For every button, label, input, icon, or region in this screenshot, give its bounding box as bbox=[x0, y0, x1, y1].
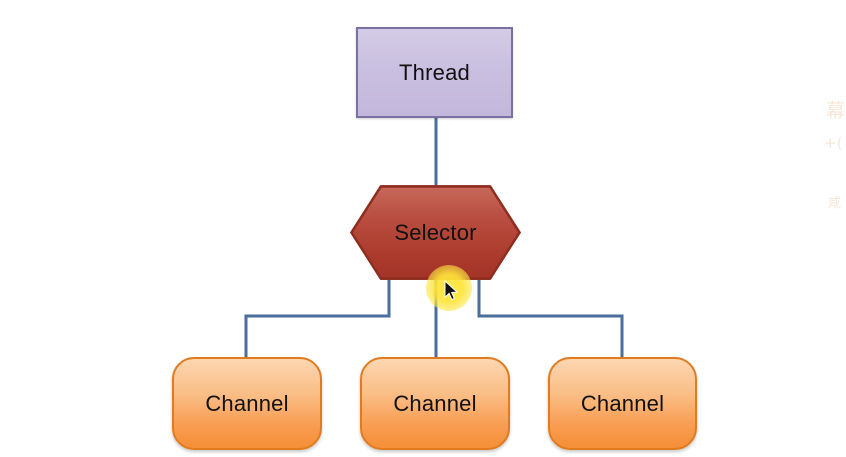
node-selector[interactable]: Selector bbox=[350, 185, 521, 280]
node-channel-1-label: Channel bbox=[393, 390, 477, 416]
node-channel-0[interactable]: Channel bbox=[172, 357, 322, 450]
node-channel-0-label: Channel bbox=[205, 390, 289, 416]
node-channel-1[interactable]: Channel bbox=[360, 357, 510, 450]
connector-selector-channel-0 bbox=[244, 278, 391, 358]
node-thread-label: Thread bbox=[399, 59, 470, 85]
watermark-fragment: 咸 bbox=[828, 196, 842, 211]
node-thread[interactable]: Thread bbox=[356, 27, 513, 118]
node-selector-label: Selector bbox=[394, 219, 477, 245]
node-channel-2[interactable]: Channel bbox=[548, 357, 697, 450]
watermark-fragment: +( bbox=[824, 134, 843, 152]
mouse-cursor-icon bbox=[444, 280, 459, 301]
watermark-fragment: 幕 bbox=[826, 100, 846, 122]
connector-selector-channel-2 bbox=[477, 278, 624, 358]
node-channel-2-label: Channel bbox=[580, 390, 665, 416]
